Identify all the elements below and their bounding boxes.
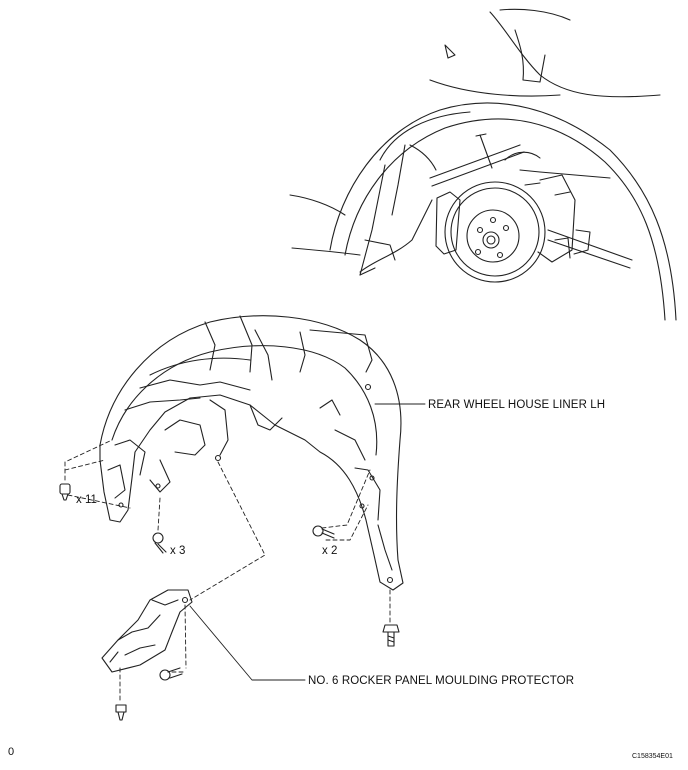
screw-fastener-protector — [159, 667, 183, 681]
rocker-panel-moulding-protector-part — [101, 589, 193, 673]
screw-fastener-left — [152, 532, 167, 554]
label-rocker-panel-protector: NO. 6 ROCKER PANEL MOULDING PROTECTOR — [308, 675, 574, 687]
bolt-fastener-bottom — [382, 624, 400, 647]
quantity-clips: x 11 — [76, 494, 97, 506]
quantity-bolts-right: x 2 — [322, 545, 337, 557]
assembly-dashed-lines — [64, 439, 391, 701]
clip-fastener-protector — [115, 704, 127, 721]
rear-wheel-house-liner-part — [99, 315, 404, 591]
quantity-screws-left: x 3 — [170, 545, 185, 557]
bolt-fastener-right — [312, 525, 335, 539]
figure-reference-code: C158354E01 — [632, 753, 673, 760]
label-leader-lines — [189, 403, 426, 681]
corner-mark: 0 — [8, 746, 14, 758]
clip-fastener — [59, 483, 71, 501]
vehicle-wheel-well-view — [289, 8, 677, 321]
label-rear-wheel-house-liner: REAR WHEEL HOUSE LINER LH — [428, 399, 605, 411]
